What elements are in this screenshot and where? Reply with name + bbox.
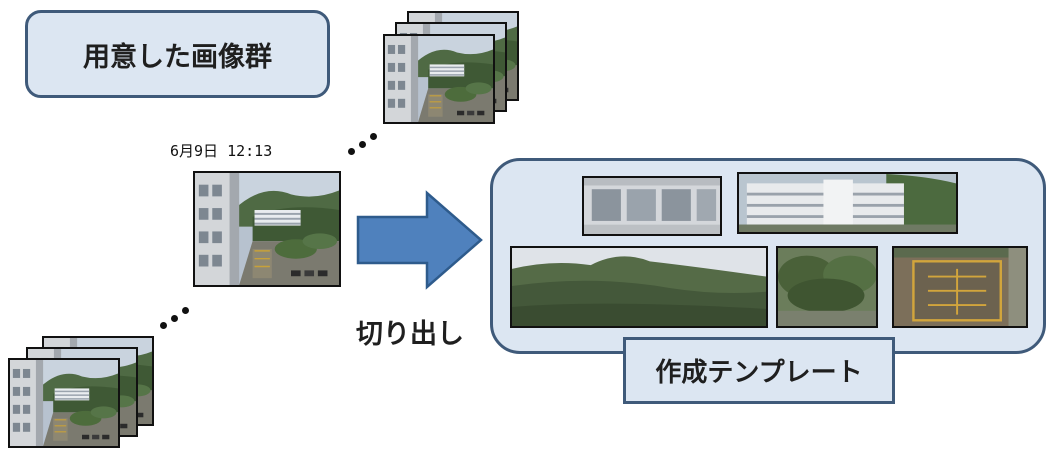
title-box-label: 用意した画像群 [83, 41, 272, 73]
stack-top-photo-1 [383, 34, 495, 124]
template-window [582, 176, 722, 236]
template-label: 作成テンプレート [655, 358, 863, 388]
template-label-box: 作成テンプレート [623, 337, 895, 404]
dot [370, 133, 377, 140]
main-photo [193, 171, 341, 287]
dot [182, 307, 189, 314]
title-box: 用意した画像群 [25, 10, 330, 98]
template-mountain [510, 246, 768, 328]
timestamp: 6月9日 12:13 [170, 142, 273, 160]
dot [348, 148, 355, 155]
dot [359, 141, 366, 148]
template-parking [892, 246, 1028, 328]
template-building [737, 172, 958, 234]
stack-bottom-photo-1 [8, 358, 120, 448]
right-arrow-icon [356, 190, 483, 290]
arrow-label: 切り出し [356, 319, 464, 350]
template-trees [776, 246, 878, 328]
dot [160, 322, 167, 329]
dot [171, 315, 178, 322]
